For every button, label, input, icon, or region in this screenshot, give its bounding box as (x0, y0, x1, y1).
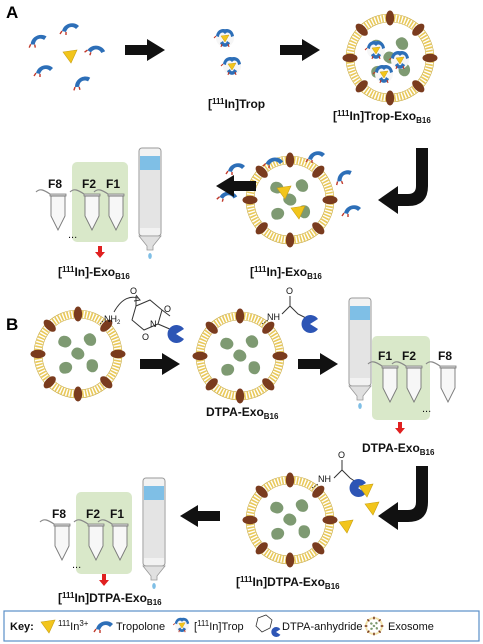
key-anhydride: DTPA-anhydride (282, 621, 363, 633)
dtpa-group-icon (301, 315, 318, 333)
label-dtpa-exo: DTPA-ExoB16 (206, 405, 279, 421)
amide-nh: NH (267, 312, 280, 322)
tube-f8-b (425, 361, 457, 403)
exosome-with-indium (215, 151, 362, 247)
exosome-with-complexes (343, 11, 438, 106)
curved-arrow-b (378, 466, 428, 530)
dtpa-anhydride-structure (113, 294, 173, 331)
ring-n: N (150, 319, 157, 329)
in-trop-complexes (213, 28, 242, 76)
red-arrow-a (95, 246, 105, 258)
amide-nh-2: NH (318, 474, 331, 484)
key-title: Key: (10, 621, 34, 633)
ring-o-2: O (142, 332, 149, 342)
free-indium (364, 501, 380, 516)
arrow-b2 (298, 353, 338, 375)
red-arrow-b1 (395, 422, 405, 434)
fraction-label: F2 (82, 177, 96, 191)
fraction-label: F1 (106, 177, 120, 191)
ring-o: O (164, 304, 171, 314)
arrow-b3 (180, 505, 220, 527)
exosome-with-amine (31, 307, 126, 402)
key-tropolone: Tropolone (116, 621, 165, 633)
label-in-exo: [111In]-ExoB16 (250, 265, 322, 281)
panel-a-letter: A (6, 3, 18, 22)
amide-linker (261, 296, 307, 325)
panel-b-letter: B (6, 315, 18, 334)
arrow-a1 (125, 39, 165, 61)
label-product-a: [111In]-ExoB16 (58, 265, 130, 281)
fraction-label: F1 (110, 507, 124, 521)
arrow-a3 (216, 175, 256, 197)
fraction-label: F8 (52, 507, 66, 521)
dtpa-group-icon (167, 325, 184, 343)
amide-linker-2 (311, 460, 357, 489)
sec-column-b1 (348, 297, 372, 410)
ellipsis: ... (68, 229, 77, 241)
key-in-trop: [111In]Trop (194, 619, 244, 633)
key-indium: 111In3+ (58, 619, 89, 633)
dtpa-exosome (193, 309, 288, 404)
arrow-a2 (280, 39, 320, 61)
fraction-label: F2 (86, 507, 100, 521)
free-indium-and-tropolone (26, 22, 107, 93)
amide-o-2: O (338, 450, 345, 460)
amide-o: O (286, 286, 293, 296)
sec-column-a (138, 147, 162, 260)
in-dtpa-exosome (243, 473, 338, 568)
arrow-b1 (140, 353, 180, 375)
exosome-icon (365, 617, 384, 636)
sec-column-b2 (142, 477, 166, 590)
curved-arrow-a (378, 148, 428, 214)
free-indium (338, 519, 354, 534)
tube-f8-a (35, 189, 67, 231)
ellipsis: ... (422, 403, 431, 415)
fraction-label: F2 (402, 349, 416, 363)
anhydride-icon (255, 614, 273, 633)
tube-f8-b2 (39, 519, 71, 561)
fraction-label: F8 (438, 349, 452, 363)
key-box (3, 610, 480, 642)
ellipsis: ... (72, 559, 81, 571)
key-exosome: Exosome (388, 621, 434, 633)
label-in-trop-exo: [111In]Trop-ExoB16 (333, 109, 431, 125)
label-in-dtpa-exo: [111In]DTPA-ExoB16 (236, 575, 340, 591)
label-in-trop: [111In]Trop (208, 97, 265, 111)
fraction-label: F1 (378, 349, 392, 363)
amine-label: NH2 (104, 314, 121, 326)
fraction-label: F8 (48, 177, 62, 191)
label-dtpa-exo-product: DTPA-ExoB16 (362, 441, 435, 457)
red-arrow-b2 (99, 574, 109, 586)
label-final-product: [111In]DTPA-ExoB16 (58, 591, 162, 607)
carbonyl-o: O (130, 286, 137, 296)
